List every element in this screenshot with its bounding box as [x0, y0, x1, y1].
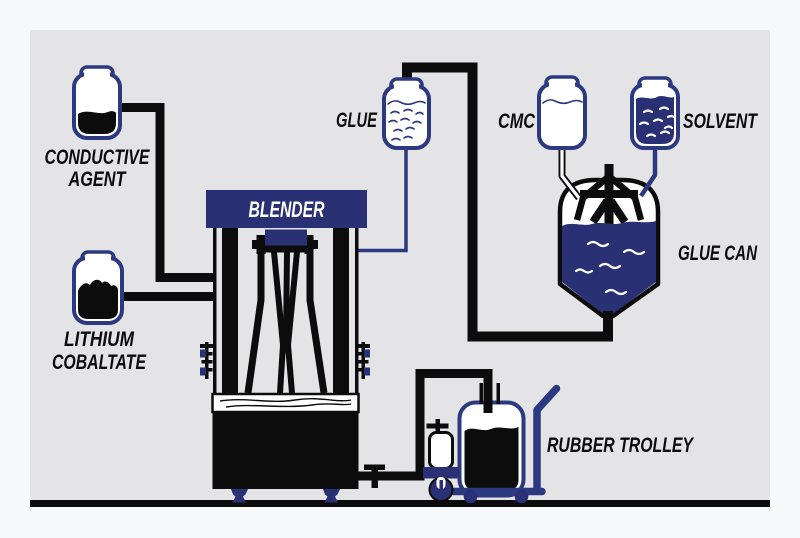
lithium-cobaltate-label-line2: COBALTATE: [52, 351, 147, 374]
blender-base: [212, 412, 359, 489]
glue-surface: [387, 100, 426, 106]
solvent-pipe: [639, 146, 658, 198]
conductive-agent-pipe: [117, 103, 214, 282]
pump-valve-handle: [426, 423, 449, 429]
conductive-agent-liquid: [78, 111, 116, 134]
lithium-cobaltate-powder: [78, 279, 118, 319]
blender-clamp-right: [356, 342, 370, 379]
blender-motor: [265, 229, 307, 246]
lithium-cobaltate-label-line1: LITHIUM: [64, 328, 134, 351]
vessel-vent-stub-right: [496, 383, 500, 404]
blender-frame-right: [355, 228, 359, 394]
blender-clamp-left: [200, 342, 214, 379]
blender-header: [206, 190, 367, 228]
pump-base: [423, 467, 459, 479]
glue-feed-pipe: [357, 146, 408, 253]
glue-can-wave-marks: [574, 240, 646, 296]
blender-motor-flange: [263, 245, 308, 253]
lithium-cobaltate-vessel: [72, 250, 124, 325]
vessel-vent-stub-left: [479, 383, 483, 404]
cmc-vessel: [537, 75, 587, 150]
trolley-wheel-left: [463, 489, 478, 504]
blender-column-right: [333, 228, 349, 394]
rubber-vessel: [457, 400, 526, 498]
glue-vessel: [382, 77, 431, 150]
solvent-label: SOLVENT: [683, 110, 759, 133]
blender-column-left: [222, 228, 238, 394]
glue-label: GLUE: [336, 109, 378, 132]
cmc-surface: [542, 99, 583, 105]
pump: [423, 419, 459, 502]
glue-can-liquid: [562, 221, 656, 315]
blender-frame-left: [213, 228, 217, 394]
rubber-vessel-contents: [464, 427, 519, 490]
cmc-label: CMC: [498, 110, 536, 133]
conductive-agent-label-line2: AGENT: [68, 168, 127, 191]
conductive-agent-vessel: [72, 65, 122, 140]
glue-can-outlet-pipe: [402, 62, 613, 342]
blender-trough: [211, 392, 360, 414]
trolley-wheel-right: [514, 489, 529, 504]
cmc-pipe: [560, 146, 581, 199]
rubber-trolley-label: RUBBER TROLLEY: [547, 434, 694, 457]
blender: [200, 190, 370, 489]
glue-can-agitator: [573, 164, 645, 225]
blender-foot-left: [231, 489, 248, 503]
solvent-vessel: [630, 76, 680, 150]
glue-can: [557, 164, 661, 319]
transfer-pipe: [358, 369, 493, 481]
conductive-agent-label-line1: CONDUCTIVE: [45, 146, 151, 169]
blender-label: BLENDER: [249, 197, 325, 222]
transfer-pipe-inlet: [483, 395, 493, 413]
ground-line: [30, 500, 770, 507]
blender-foot-right: [323, 489, 340, 503]
glue-wave-marks: [388, 108, 424, 141]
solvent-wave-marks: [638, 106, 676, 138]
trolley-frame: [450, 384, 561, 504]
glue-can-label: GLUE CAN: [678, 242, 758, 265]
pump-cylinder: [428, 431, 454, 470]
blender-outlet-valve: [364, 464, 385, 488]
blender-mixer-shafts: [244, 251, 328, 394]
